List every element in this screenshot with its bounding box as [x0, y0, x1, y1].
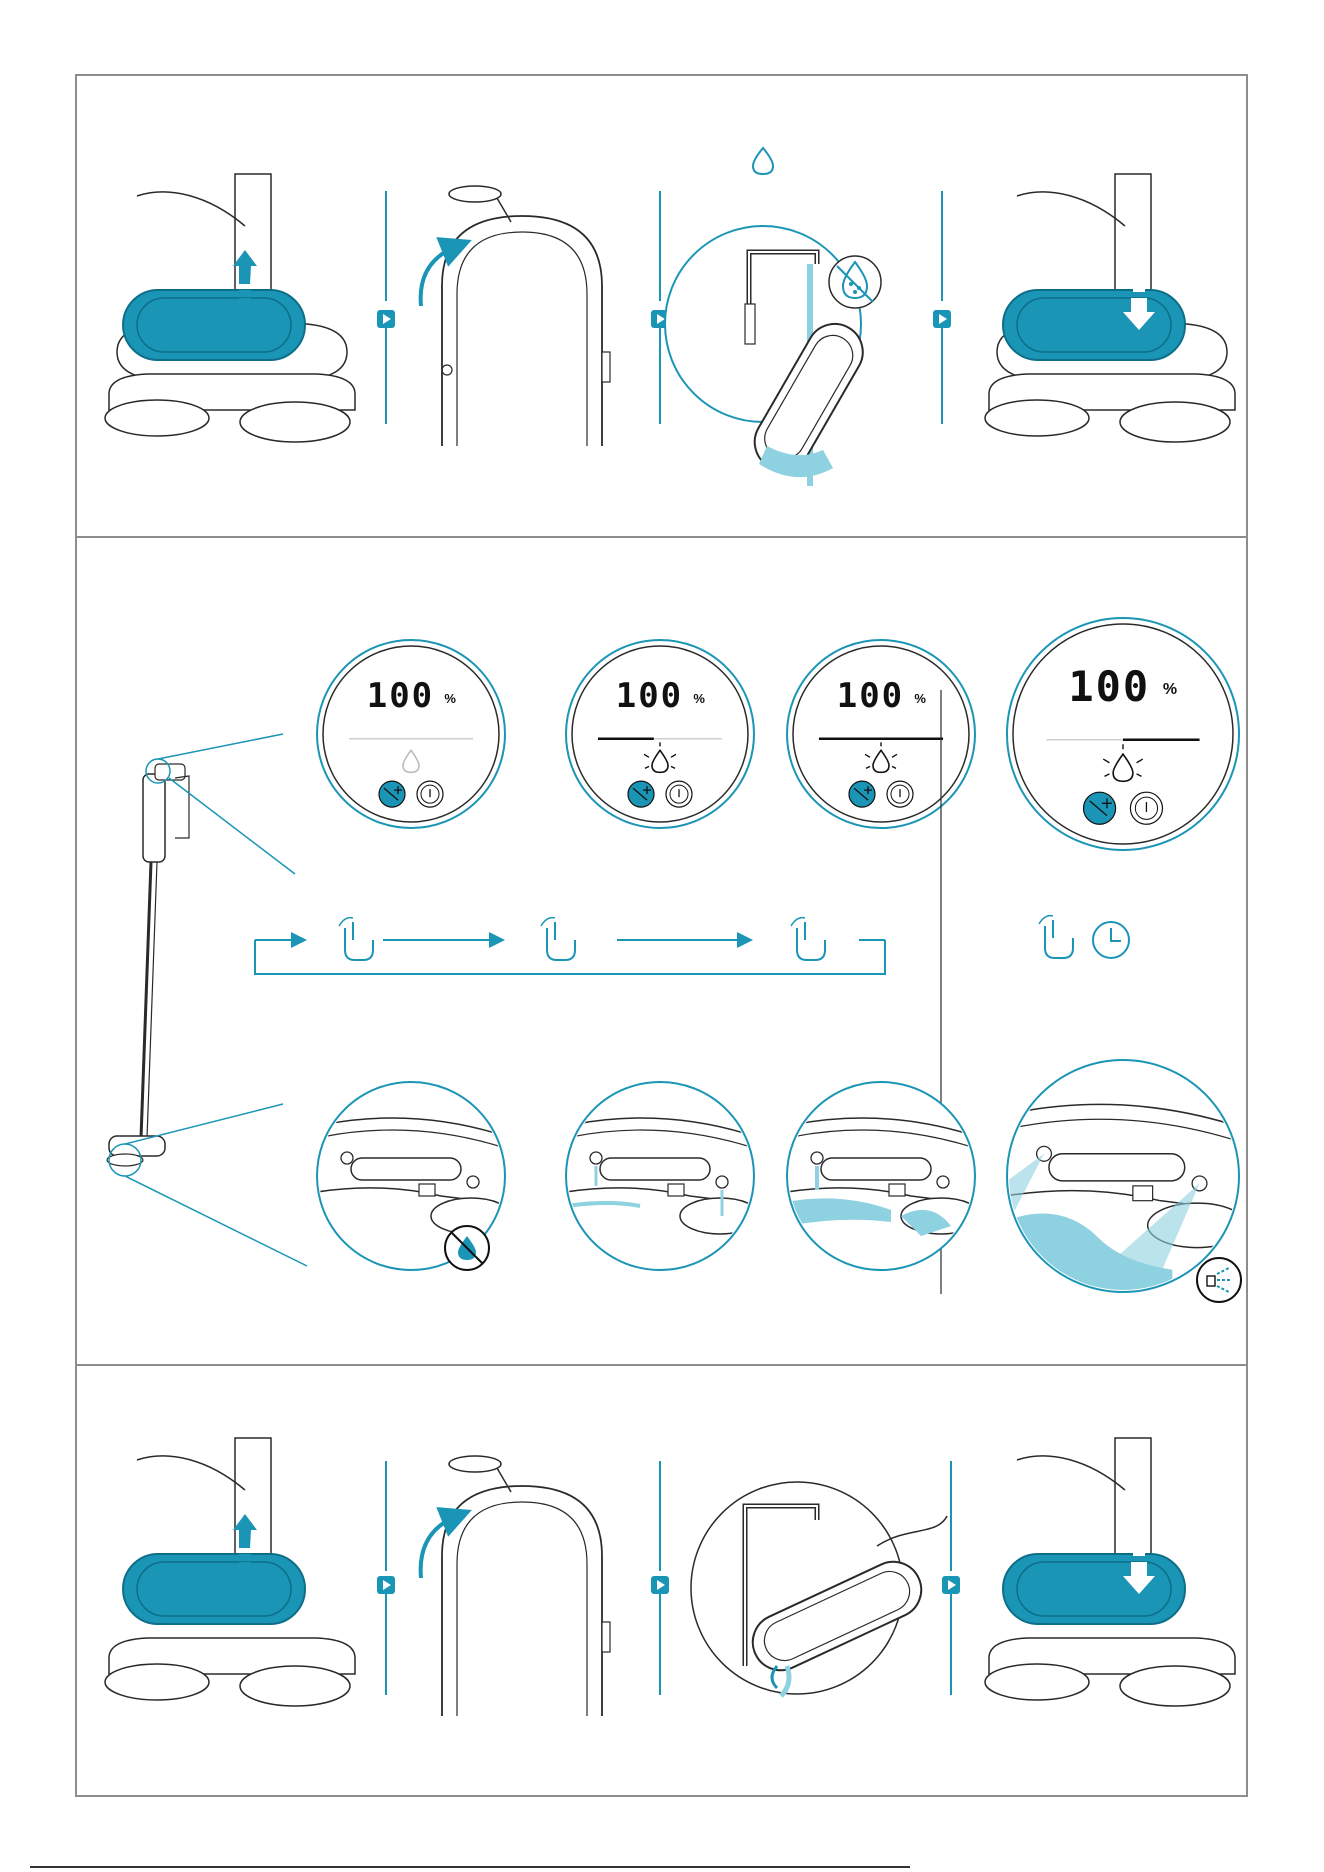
display-circle — [787, 640, 975, 828]
page-footer-line — [30, 1866, 910, 1868]
empty-water-icon — [691, 1482, 947, 1696]
step-arrow-icon — [377, 1461, 395, 1696]
tap-icon — [541, 918, 575, 960]
percent-unit: % — [693, 691, 705, 706]
step-arrow-icon — [933, 191, 951, 424]
insert-tank-icon — [985, 174, 1235, 442]
water-mode-button[interactable] — [1084, 792, 1116, 824]
lift-tank-icon — [105, 1438, 355, 1706]
power-button[interactable] — [887, 781, 913, 807]
percent-unit: % — [444, 691, 456, 706]
mode-cycle — [255, 932, 885, 974]
percent-unit: % — [914, 691, 926, 706]
power-button[interactable] — [666, 781, 692, 807]
open-cap-icon — [421, 1456, 610, 1716]
display-circle — [317, 640, 505, 828]
battery-percent-value: 100 — [1068, 662, 1150, 711]
no-water-icon — [445, 1226, 489, 1270]
floor-mop-view — [1007, 1060, 1246, 1302]
battery-percent-value: 100 — [837, 676, 904, 716]
clock-icon — [1093, 922, 1129, 958]
display-circle — [566, 640, 754, 828]
panel-empty-tank — [77, 1366, 1246, 1797]
tap-icon — [791, 918, 825, 960]
percent-unit: % — [1163, 681, 1177, 699]
floor-mop-view — [566, 1082, 760, 1270]
battery-percent-value: 100 — [367, 676, 434, 716]
empty-steps-illustration — [77, 1366, 1246, 1797]
tap-icon — [1039, 916, 1073, 958]
lift-tank-icon — [105, 174, 355, 442]
tap-icon — [339, 918, 373, 960]
step-arrow-icon — [651, 1461, 669, 1696]
floor-mop-view — [787, 1082, 981, 1270]
panel-fill-tank — [77, 76, 1246, 538]
no-chemicals-icon — [829, 256, 881, 308]
battery-percent-value: 100 — [616, 676, 683, 716]
water-mode-button[interactable] — [379, 781, 405, 807]
power-button[interactable] — [417, 781, 443, 807]
step-arrow-icon — [377, 191, 395, 424]
water-mode-button[interactable] — [849, 781, 875, 807]
panel-water-modes: 100% 100% 100% 100% — [77, 538, 1246, 1366]
fill-water-icon — [665, 148, 881, 486]
floor-mop-view — [317, 1082, 511, 1270]
water-mode-button[interactable] — [628, 781, 654, 807]
manual-page-frame: 100% 100% 100% 100% — [75, 74, 1248, 1797]
power-button[interactable] — [1130, 792, 1162, 824]
insert-tank-icon — [985, 1438, 1235, 1706]
spray-icon — [1197, 1258, 1241, 1302]
display-circle — [1007, 618, 1239, 850]
open-cap-icon — [421, 186, 610, 446]
step-arrow-icon — [942, 1461, 960, 1696]
fill-steps-illustration — [77, 76, 1246, 536]
vacuum-overview — [107, 734, 307, 1266]
